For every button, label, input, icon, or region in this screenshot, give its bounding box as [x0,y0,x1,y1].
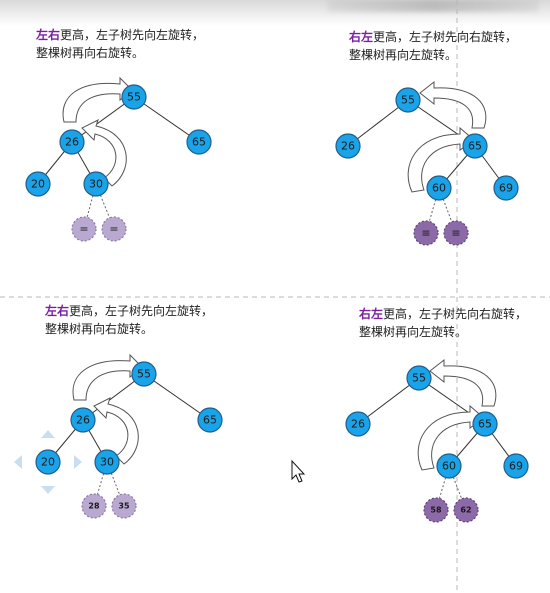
caption-line1: 更高，左子树先向右旋转， [383,307,528,321]
node-label: 55 [412,372,426,385]
rotation-arrow-icon [62,76,133,123]
subtree-node: = [101,216,127,242]
subtree-node: ≡ [443,220,469,246]
edge [133,96,200,143]
node-label: = [79,223,88,236]
caption-line2: 整棵树再向左旋转。 [349,48,458,62]
node-label: 65 [468,140,482,153]
node-label: 65 [203,414,217,427]
edge [82,373,145,421]
node-label: 60 [432,182,446,195]
rotation-arrow-icon [407,126,475,193]
tree-top-right: 55 26 65 60 69 ≡ ≡ [335,80,519,246]
node-label: 65 [192,136,206,149]
node-label: 55 [137,368,151,381]
edge [347,99,409,147]
subtree-node: = [71,216,97,242]
node-label: = [109,223,118,236]
tree-node: 69 [503,453,529,479]
rotation-arrow-icon [93,397,139,465]
tree-node: 20 [25,171,51,197]
caption-line2: 整棵树再向右旋转。 [36,46,145,60]
node-label: ≡ [421,227,430,240]
subtree-node: 58 [423,497,449,523]
rotation-arrow-icon [417,404,485,471]
tree-node: 55 [406,365,432,391]
caption-top-right: 右左更高，左子树先向右旋转， 整棵树再向左旋转。 [349,28,517,64]
tree-node: 65 [197,407,223,433]
node-label: 20 [31,178,45,191]
tree-node: 65 [186,129,212,155]
tree-node: 65 [462,133,488,159]
pan-arrow-icon [74,455,82,469]
tree-node: 60 [436,453,462,479]
tree-node: 30 [83,171,109,197]
rotation-arrow-icon [429,358,497,407]
tree-node: 26 [345,411,371,437]
caption-top-left: 左右更高，左子树先向左旋转， 整棵树再向右旋转。 [36,26,204,62]
subtree-node: ≡ [413,220,439,246]
tree-node: 20 [35,449,61,475]
rotation-arrow-icon [81,119,127,187]
tree-node: 55 [131,361,157,387]
node-label: 30 [89,178,103,191]
pan-arrow-icon [41,430,55,438]
tree-node: 26 [59,129,85,155]
node-label: 20 [41,456,55,469]
node-label: 30 [100,456,114,469]
node-label: 35 [118,502,130,511]
node-label: 28 [88,502,100,511]
caption-line1: 更高，左子树先向右旋转， [373,30,518,44]
caption-line1: 更高，左子树先向左旋转， [60,28,205,42]
node-label: 69 [499,182,513,195]
caption-highlight: 右左 [359,307,384,321]
node-label: ≡ [451,227,460,240]
node-label: 60 [442,460,456,473]
subtree-node: 35 [111,493,137,519]
edge [143,373,211,421]
caption-line1: 更高，左子树先向左旋转， [69,304,214,318]
mouse-cursor-icon [291,459,306,483]
edge [357,377,420,425]
caption-line2: 整棵树再向左旋转。 [359,325,468,339]
node-label: 69 [509,460,523,473]
node-label: 58 [430,506,442,515]
node-label: 26 [76,414,90,427]
node-label: 26 [351,418,365,431]
rotation-arrow-icon [419,80,487,129]
subtree-node: 62 [453,497,479,523]
tree-node: 26 [335,133,361,159]
tree-bottom-left: 55 26 65 20 30 28 35 [14,353,223,519]
tree-node: 55 [121,84,147,110]
tree-node: 60 [426,175,452,201]
caption-bottom-left: 左右更高，左子树先向左旋转， 整棵树再向右旋转。 [45,302,213,338]
tree-bottom-right: 55 26 65 60 69 58 62 [345,358,529,523]
rotation-arrow-icon [72,353,143,401]
node-label: 55 [401,94,415,107]
tree-node: 26 [70,407,96,433]
caption-bottom-right: 右左更高，左子树先向右旋转， 整棵树再向左旋转。 [359,305,527,341]
tree-node: 69 [493,175,519,201]
node-label: 26 [65,136,79,149]
pan-arrow-icon [14,455,22,469]
subtree-node: 28 [81,493,107,519]
node-label: 55 [127,91,141,104]
pan-arrow-icon [41,486,55,494]
caption-highlight: 左右 [36,28,61,42]
edge [71,96,135,143]
tree-node: 30 [94,449,120,475]
top-shade [0,0,550,26]
blurred-header-text [328,0,538,12]
caption-line2: 整棵树再向右旋转。 [45,322,154,336]
node-label: 62 [460,506,471,515]
tree-node: 55 [395,87,421,113]
node-label: 26 [341,140,355,153]
caption-highlight: 左右 [45,304,70,318]
tree-node: 65 [472,411,498,437]
caption-highlight: 右左 [349,30,374,44]
tree-top-left: 55 26 65 20 30 = = [25,76,212,242]
node-label: 65 [478,418,492,431]
